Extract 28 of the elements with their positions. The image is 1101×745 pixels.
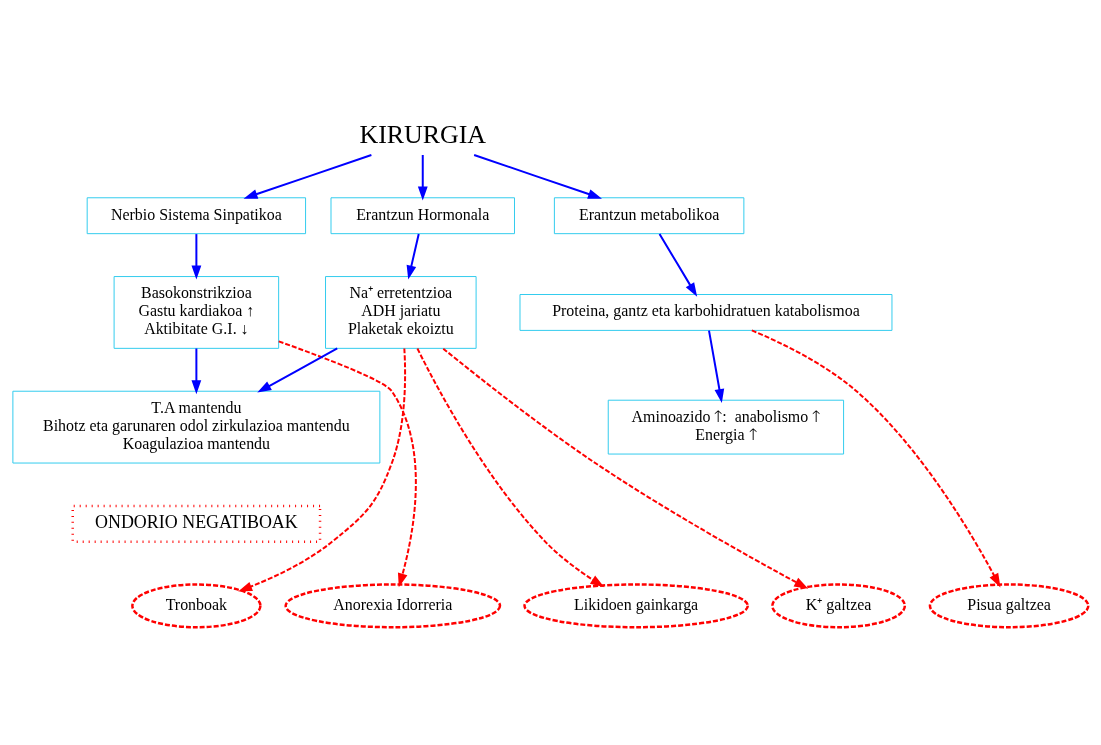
arrow [473, 154, 602, 199]
node-box: Aminoazido 🡑: anabolismo 🡑 Energia 🡑 [607, 399, 845, 455]
node-box: Erantzun Hormonala [330, 197, 515, 235]
node-ellipse: Pisua galtzea [928, 583, 1090, 629]
arrow [442, 347, 809, 589]
node-ellipse: Likidoen gainkarga [523, 583, 750, 629]
arrow [658, 233, 698, 297]
arrow [406, 233, 420, 280]
arrow [243, 154, 373, 199]
node-box: Proteina, gantz eta karbohidratuen katabolismoa [519, 294, 893, 331]
node-box: Erantzun metabolikoa [553, 197, 745, 235]
arrow [191, 347, 202, 395]
node-box: Na⁺ erretentzioa ADH jariatu Plaketak ekoiztu [325, 276, 477, 349]
arrow [257, 347, 339, 393]
arrow [708, 329, 725, 403]
arrow [277, 340, 417, 588]
arrow [750, 329, 1001, 588]
node-text: KIRURGIA [359, 119, 487, 149]
node-box: ONDORIO NEGATIBOAK [71, 504, 322, 544]
node-box: Nerbio Sistema Sinpatikoa [86, 197, 307, 235]
arrow [416, 347, 605, 588]
node-ellipse: K⁺ galtzea [771, 583, 907, 629]
arrow [238, 347, 407, 592]
arrow [191, 233, 202, 280]
arrow [417, 154, 428, 201]
node-box: T.A mantendu Bihotz eta garunaren odol zirkulazioa mantendu Koagulazioa mantendu [12, 390, 381, 464]
node-ellipse: Anorexia Idorreria [284, 583, 502, 629]
node-box: Basokonstrikzioa Gastu kardiakoa ↑ Aktibitate G.I. ↓ [113, 276, 280, 349]
